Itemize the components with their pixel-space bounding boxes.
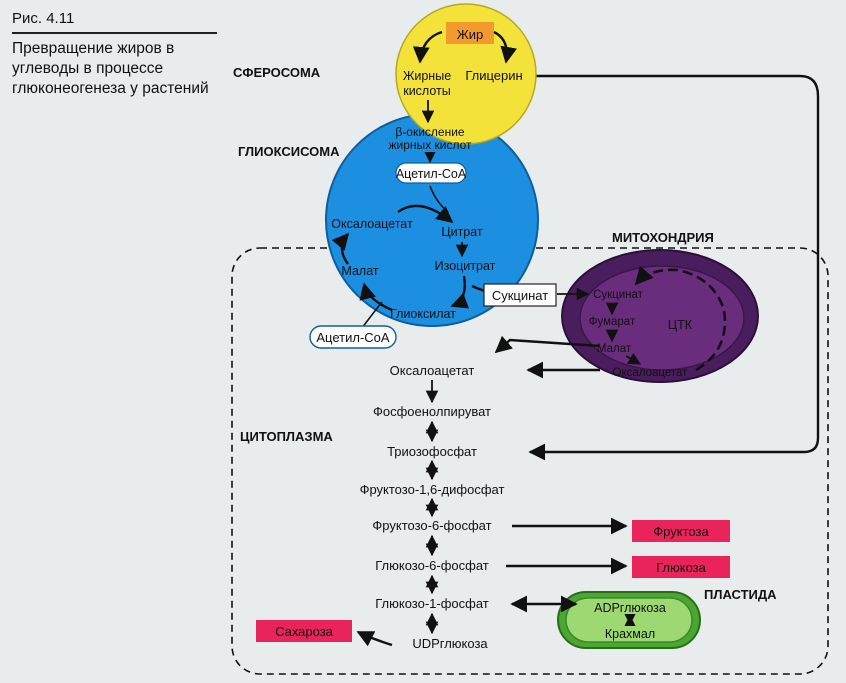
- figure-description: Превращение жиров в углеводы в процессе …: [12, 40, 209, 97]
- acetyl-coa-top-box: [395, 162, 467, 184]
- fat-to-glycerol-arrow: [493, 30, 517, 64]
- mito-malate-label: Малат: [597, 343, 632, 355]
- figure-number: Рис. 4.11: [12, 10, 75, 27]
- figure-caption: Рис. 4.11 Превращение жиров в углеводы в…: [12, 10, 217, 99]
- mito-oxaloacetate-label: Оксалоацетат: [613, 367, 689, 379]
- glyoxylate-to-malate-arrow: [359, 282, 393, 312]
- glyoxysome-succinate-label: Сукцинат: [492, 288, 548, 303]
- glyoxysome-malate-label: Малат: [341, 264, 378, 278]
- citrate-label: Цитрат: [441, 225, 483, 239]
- fat-box: [446, 22, 494, 44]
- cyto-oxaloacetate-label: Оксалоацетат: [390, 363, 475, 378]
- starch-label: Крахмал: [605, 627, 655, 641]
- acetyl-coa-bottom-label: Ацетил-CoA: [316, 330, 390, 345]
- glucose-box: [632, 556, 730, 578]
- g1p-label: Глюкозо-1-фосфат: [375, 596, 489, 611]
- glycerol-to-triose-arrow: [528, 74, 820, 461]
- oaa-to-citrate-arrow: [397, 204, 454, 224]
- spherosome-title: СФЕРОСОМА: [233, 65, 321, 80]
- fbp-label: Фруктозо-1,6-дифосфат: [360, 482, 505, 497]
- fat-to-fatty-acids-arrow: [412, 30, 443, 64]
- acetyl-join-arrow: [429, 185, 449, 213]
- glyoxysome-title: ГЛИОКСИСОМА: [238, 144, 340, 159]
- triose-phosphate-label: Триозофосфат: [387, 444, 477, 459]
- mito-succinate-label: Сукцинат: [593, 289, 644, 301]
- g6p-label: Глюкозо-6-фосфат: [375, 558, 489, 573]
- succinate-box: [483, 283, 557, 307]
- udpg-to-sucrose-arrow: [356, 630, 393, 647]
- caption-rule-top: [12, 32, 217, 34]
- fatty-acids-label: Жирные: [403, 69, 451, 83]
- acetyl-coa-bottom-box: [309, 325, 397, 349]
- f6p-label: Фруктозо-6-фосфат: [372, 518, 491, 533]
- udp-glucose-label: UDPглюкоза: [412, 636, 488, 651]
- mitochondria-inner-membrane: [579, 265, 745, 371]
- adp-glucose-label: ADPглюкоза: [594, 601, 666, 615]
- mito-malate-export-arrow: [494, 335, 601, 354]
- plastid-title: ПЛАСТИДА: [704, 587, 777, 602]
- acetyl-coa-top-label: Ацетил-CoA: [396, 167, 467, 181]
- tca-cycle-arrow: [634, 265, 727, 372]
- pep-label: Фосфоенолпируват: [373, 404, 491, 419]
- sucrose-label: Сахароза: [275, 624, 334, 639]
- beta-oxidation-label: β-окисление: [395, 125, 465, 139]
- fructose-box: [632, 520, 730, 542]
- malate-to-oaa-arrow: [331, 232, 350, 265]
- mito-fumarate-label: Фумарат: [589, 316, 636, 328]
- mitochondria-title: МИТОХОНДРИЯ: [612, 230, 714, 245]
- fat-label: Жир: [457, 27, 484, 42]
- isocitrate-to-glyoxylate-arrow: [450, 275, 470, 309]
- isocitrate-label: Изоцитрат: [435, 259, 496, 273]
- sucrose-box: [256, 620, 352, 642]
- mal-to-oaa-arrow: [625, 352, 642, 365]
- cytoplasm-title: ЦИТОПЛАЗМА: [240, 429, 333, 444]
- fructose-label: Фруктоза: [653, 524, 709, 539]
- glycerol-label: Глицерин: [465, 68, 522, 83]
- glucose-label: Глюкоза: [656, 560, 707, 575]
- beta-oxidation-label-2: жирных кислот: [389, 138, 472, 152]
- glyoxysome-oxaloacetate-label: Оксалоацетат: [331, 217, 413, 231]
- fatty-acids-label-2: кислоты: [403, 84, 451, 98]
- glyoxylate-label: Глиоксилат: [390, 307, 456, 321]
- tca-cycle-label: ЦТК: [668, 318, 693, 332]
